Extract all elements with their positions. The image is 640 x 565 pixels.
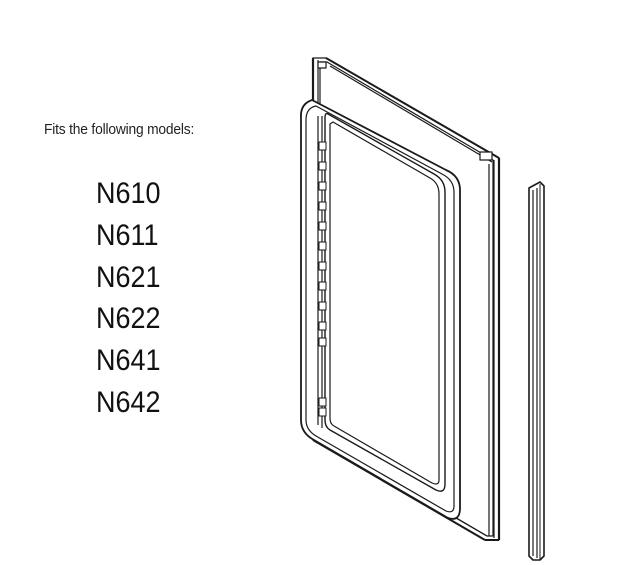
model-item: N641 bbox=[96, 344, 161, 378]
door-liner bbox=[300, 99, 461, 520]
model-item: N622 bbox=[96, 302, 161, 336]
seal-strip bbox=[528, 181, 545, 561]
fits-heading: Fits the following models: bbox=[44, 121, 195, 138]
model-item: N642 bbox=[96, 385, 161, 419]
model-item: N621 bbox=[96, 260, 161, 294]
model-item: N611 bbox=[96, 218, 159, 252]
model-item: N610 bbox=[96, 177, 161, 210]
model-list: N610 N611 N621 N622 N641 N642 bbox=[96, 173, 168, 424]
shelf-clips bbox=[318, 141, 327, 417]
